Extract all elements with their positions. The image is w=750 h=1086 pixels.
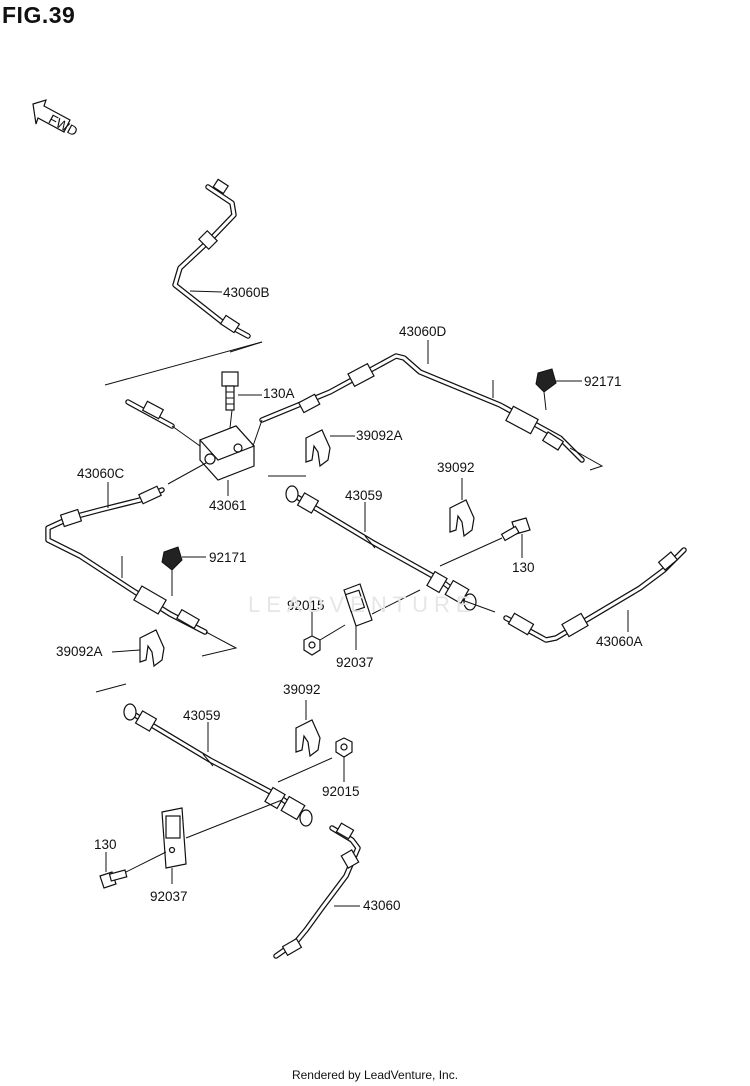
watermark: LEADVENTURE (248, 592, 477, 617)
brake-line-fitting-left[interactable] (125, 399, 175, 429)
label-130-left: 130 (94, 837, 117, 852)
nut-92015-mid[interactable] (303, 635, 321, 656)
brake-line-43060[interactable] (273, 822, 361, 959)
clamp-92171-left[interactable] (161, 546, 183, 596)
label-39092a-top: 39092A (356, 428, 403, 443)
label-130a: 130A (263, 386, 295, 401)
clip-39092-bottom[interactable] (295, 719, 321, 758)
bolt-130-right[interactable] (500, 517, 531, 542)
brake-line-43060a[interactable] (503, 547, 687, 643)
label-92037-bottom: 92037 (150, 889, 188, 904)
clip-39092-top[interactable] (449, 499, 475, 538)
fwd-arrow-icon: FWD (32, 99, 80, 139)
label-92171-top: 92171 (584, 374, 622, 389)
brake-line-43060c[interactable] (45, 485, 208, 635)
brake-hose-43059-bottom[interactable] (123, 703, 313, 827)
label-43059-top: 43059 (345, 488, 383, 503)
label-39092a-left: 39092A (56, 644, 103, 659)
clip-39092a-left[interactable] (139, 629, 165, 668)
bracket-92037-mid[interactable] (343, 583, 373, 627)
clip-39092a-top[interactable] (305, 429, 331, 468)
label-130-right: 130 (512, 560, 535, 575)
bolt-130-left[interactable] (99, 869, 128, 889)
label-43060c: 43060C (77, 466, 125, 481)
label-92037-mid: 92037 (336, 655, 374, 670)
label-43059-bottom: 43059 (183, 708, 221, 723)
brake-hose-43059-top[interactable] (285, 485, 477, 611)
figure-title: FIG.39 (2, 2, 76, 28)
clamp-92171-top[interactable] (535, 368, 557, 411)
label-92015-mid: 92015 (287, 598, 325, 613)
label-43060: 43060 (363, 898, 401, 913)
footer-credit: Rendered by LeadVenture, Inc. (291, 1068, 459, 1082)
label-43060a: 43060A (596, 634, 643, 649)
label-39092-top: 39092 (437, 460, 475, 475)
label-39092-bottom: 39092 (283, 682, 321, 697)
label-43061: 43061 (209, 498, 247, 513)
nut-92015-bottom[interactable] (335, 737, 353, 758)
bracket-92037-bottom[interactable] (161, 807, 187, 869)
label-43060b: 43060B (223, 285, 270, 300)
brake-joint-43061[interactable] (198, 425, 256, 481)
brake-line-43060d[interactable] (259, 353, 585, 463)
brake-line-43060b[interactable] (172, 178, 251, 339)
label-43060d: 43060D (399, 324, 447, 339)
bolt-130a[interactable] (221, 371, 239, 411)
label-92171-left: 92171 (209, 550, 247, 565)
label-92015-bottom: 92015 (322, 784, 360, 799)
